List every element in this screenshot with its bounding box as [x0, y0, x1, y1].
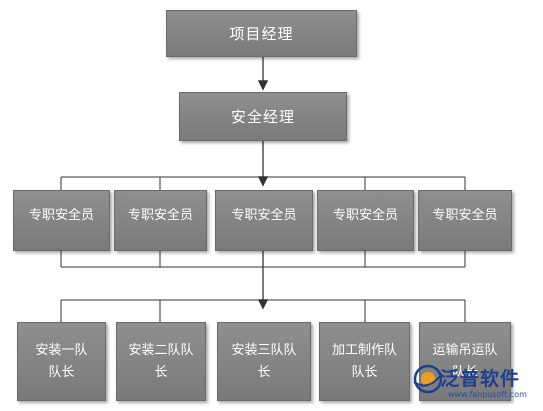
safety-manager-box: 安全经理 [179, 92, 347, 141]
team-box-2: 安装二队队 长 [116, 322, 206, 401]
officer-label: 专职安全员 [332, 208, 398, 223]
project-manager-label: 项目经理 [229, 25, 294, 43]
project-manager-box: 项目经理 [166, 10, 357, 57]
safety-manager-label: 安全经理 [230, 108, 295, 126]
team-label: 安装二队队 长 [128, 342, 194, 380]
officer-label: 专职安全员 [28, 208, 94, 223]
officer-box-1: 专职安全员 [13, 190, 110, 251]
officer-box-3: 专职安全员 [215, 190, 313, 251]
team-box-5: 运输吊运队 队长 [419, 322, 511, 401]
officer-box-4: 专职安全员 [317, 190, 414, 251]
team-label: 加工制作队 队长 [331, 342, 397, 380]
team-box-1: 安装一队 队长 [17, 322, 106, 401]
team-label: 安装一队 队长 [35, 342, 88, 380]
officer-label: 专职安全员 [231, 208, 297, 223]
officer-label: 专职安全员 [432, 208, 498, 223]
officer-box-2: 专职安全员 [114, 190, 207, 251]
brand-watermark: 泛普软件 www.fanpusoft.com [413, 362, 543, 411]
brand-logo-icon [413, 364, 442, 394]
team-box-4: 加工制作队 队长 [319, 322, 410, 401]
officer-box-5: 专职安全员 [418, 190, 512, 251]
team-box-3: 安装三队队 长 [217, 322, 311, 401]
officer-label: 专职安全员 [127, 208, 193, 223]
brand-name: 泛普软件 [440, 368, 521, 390]
brand-url: www.fanpusoft.com [448, 390, 527, 399]
team-label: 安装三队队 长 [231, 342, 297, 380]
team-label: 运输吊运队 队长 [432, 342, 498, 380]
